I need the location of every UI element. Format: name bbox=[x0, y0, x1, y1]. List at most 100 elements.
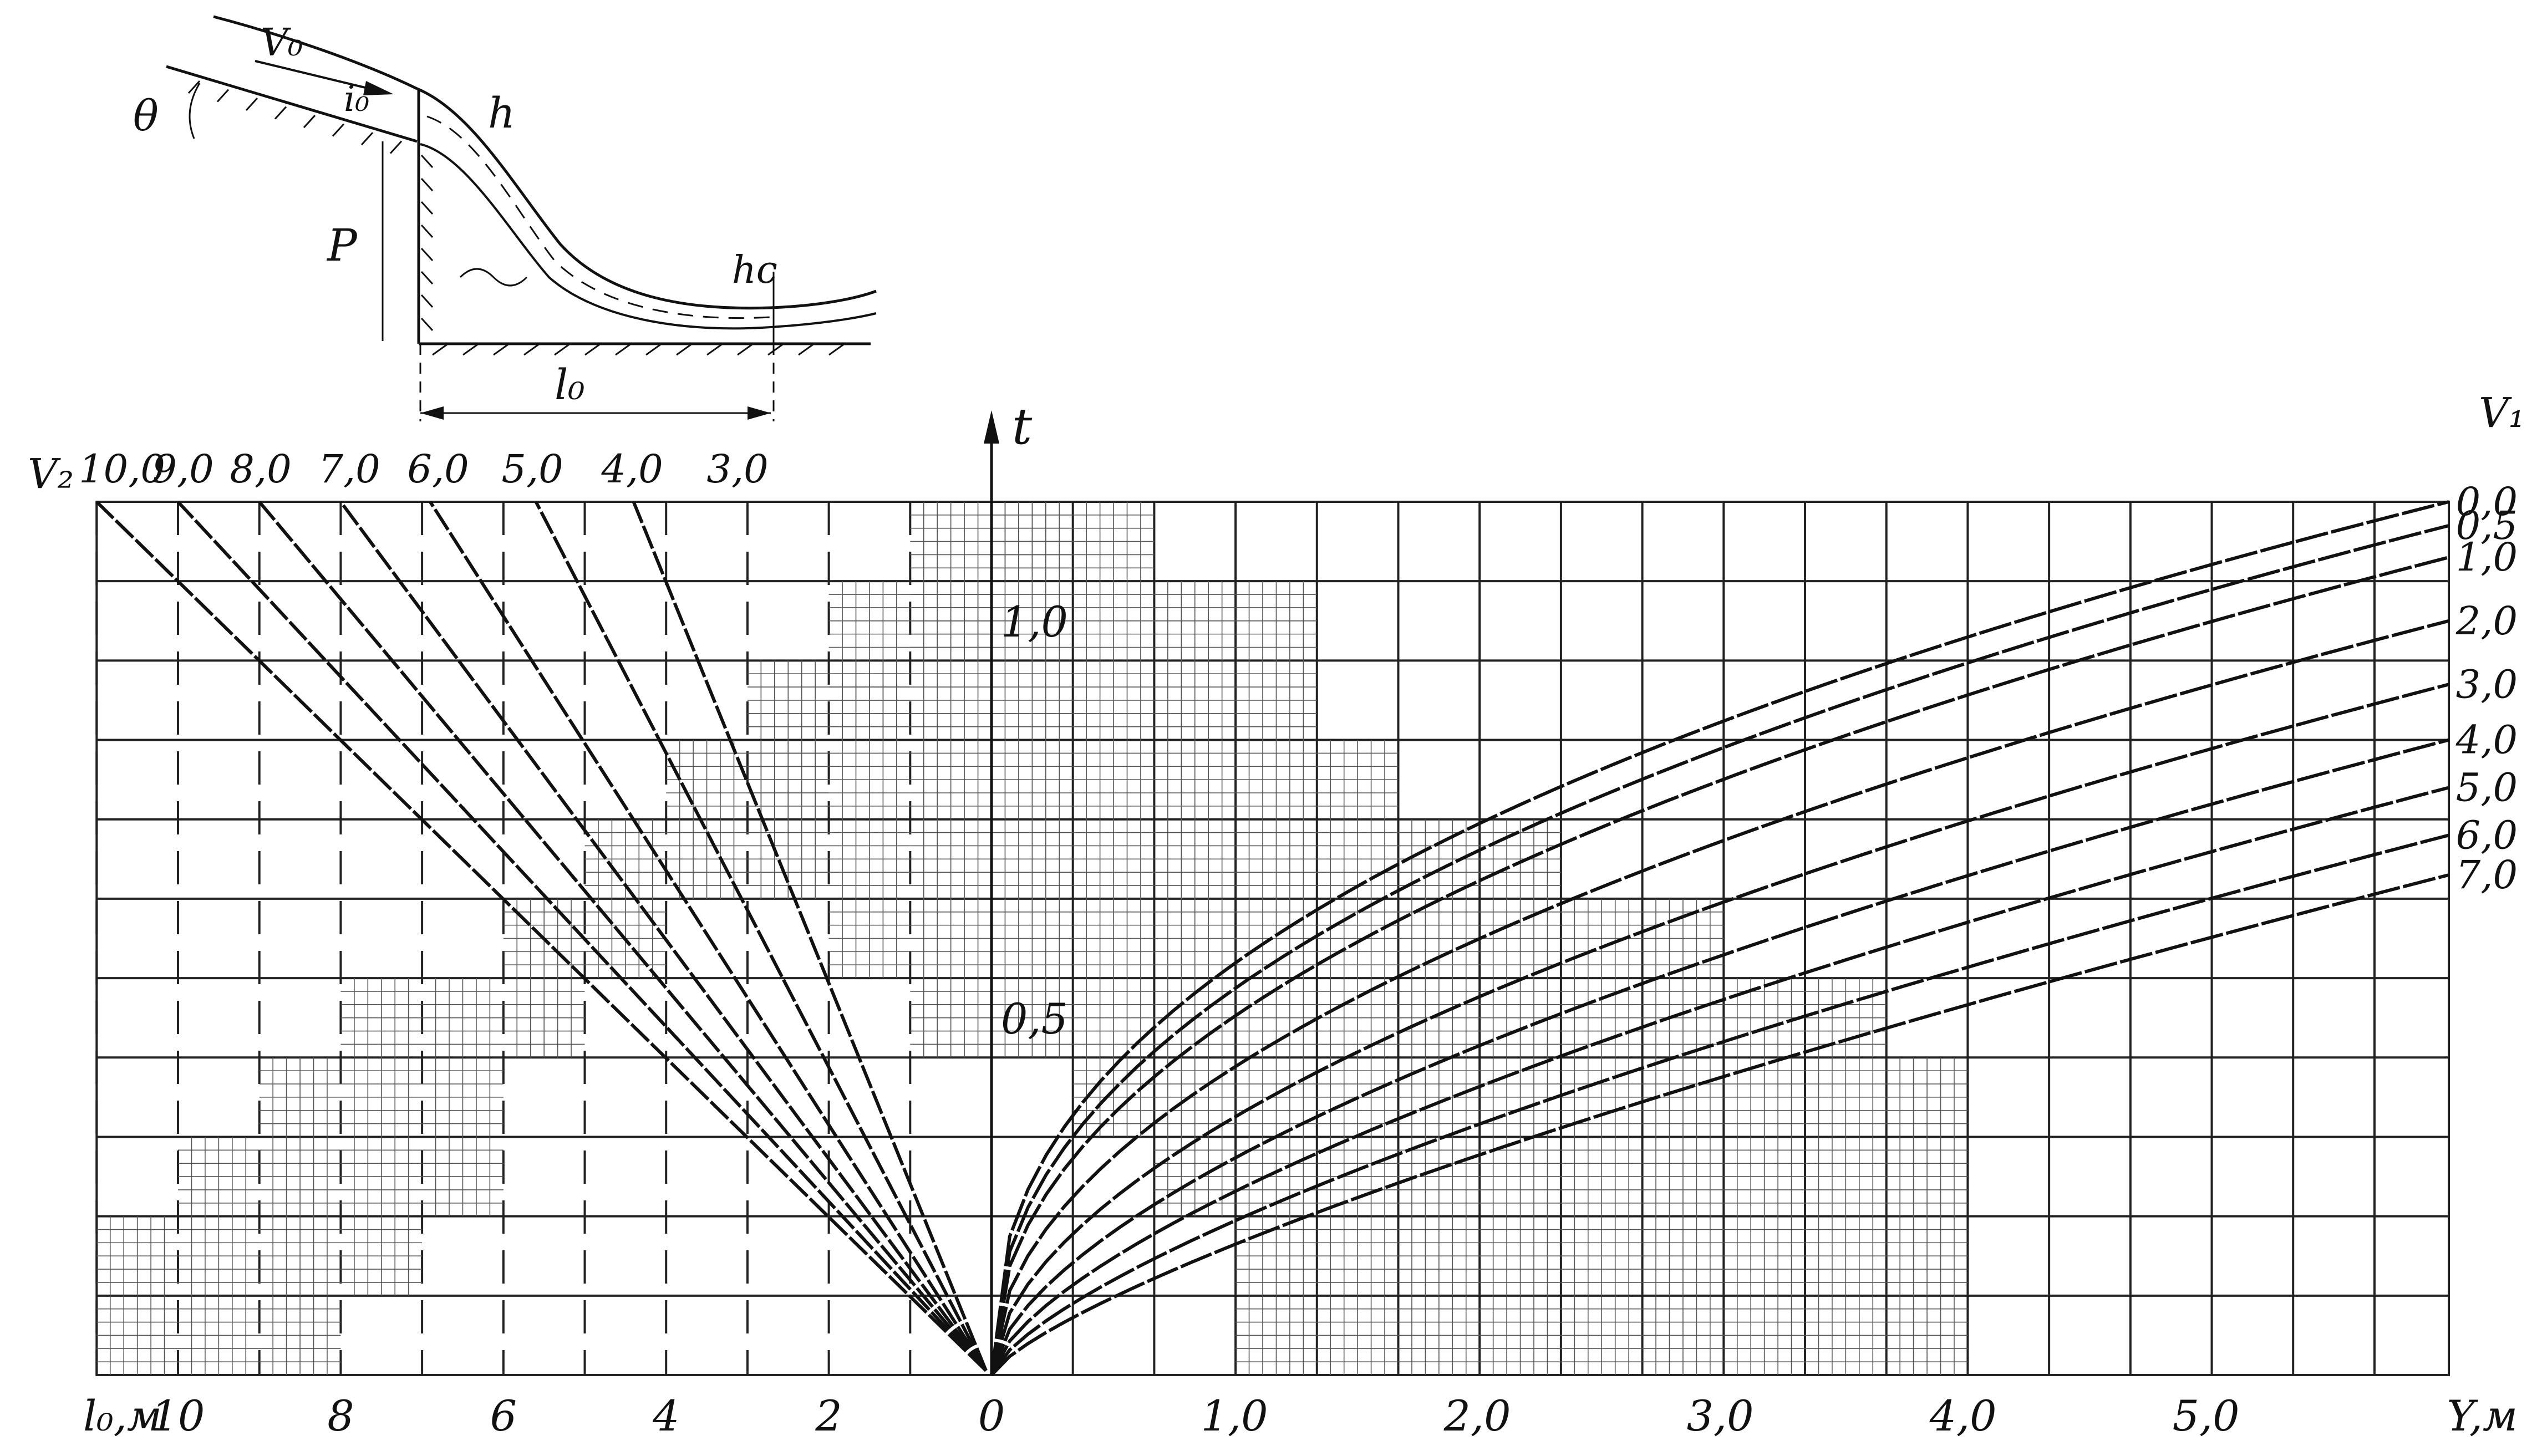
hatch-mark bbox=[676, 343, 693, 356]
l0-arrow-left bbox=[420, 406, 444, 420]
y-tick-label: 4,0 bbox=[1929, 1391, 1997, 1440]
v1-label-0.5: 0,5 bbox=[2456, 503, 2518, 548]
y-tick-label: 1,0 bbox=[1201, 1391, 1268, 1440]
hatch-mark bbox=[332, 123, 345, 137]
l0-arrow-right bbox=[748, 406, 771, 420]
v1-label-3: 3,0 bbox=[2456, 661, 2518, 707]
v1-label-5: 5,0 bbox=[2456, 765, 2518, 810]
bed-hatching bbox=[187, 80, 845, 356]
hatch-mark bbox=[706, 343, 723, 356]
v1-curve-2 bbox=[990, 619, 2449, 1376]
v1-label-4: 4,0 bbox=[2455, 717, 2518, 763]
upstream-bed bbox=[166, 65, 418, 143]
hatch-mark bbox=[420, 177, 434, 192]
hatch-mark bbox=[615, 343, 632, 356]
v1-label-1: 1,0 bbox=[2456, 534, 2518, 580]
v2-line-4 bbox=[632, 501, 988, 1372]
v2-label-9: 9,0 bbox=[152, 446, 213, 492]
hatch-mark bbox=[828, 343, 845, 356]
t-tick-label: 1,0 bbox=[1001, 597, 1068, 646]
theta-arc bbox=[189, 83, 201, 139]
hatch-mark bbox=[523, 343, 540, 356]
upstream-surface bbox=[213, 15, 418, 90]
nappe-upper bbox=[416, 87, 877, 310]
nappe-dashed bbox=[426, 115, 771, 319]
hatch-mark bbox=[274, 106, 287, 120]
v0-label: V₀ bbox=[261, 21, 303, 65]
l0-tick-label: 10 bbox=[151, 1391, 205, 1440]
nappe-lower bbox=[420, 143, 877, 330]
y-tick-label: 5,0 bbox=[2173, 1391, 2240, 1440]
hatch-mark bbox=[216, 89, 230, 103]
hc-label: hc bbox=[732, 248, 777, 292]
v2-series-lines bbox=[95, 500, 988, 1372]
hatch-mark bbox=[420, 317, 434, 332]
hatch-mark bbox=[767, 343, 784, 356]
t-axis-arrow bbox=[984, 410, 999, 444]
v1-curve-0.5 bbox=[990, 524, 2449, 1376]
v1-label-7: 7,0 bbox=[2456, 852, 2518, 898]
hatch-mark bbox=[187, 80, 201, 94]
t-tick-label: 0,5 bbox=[1001, 994, 1068, 1043]
i0-label: i₀ bbox=[344, 79, 369, 120]
hatch-mark bbox=[420, 271, 434, 285]
v1-curve-1 bbox=[990, 556, 2449, 1376]
hatch-mark bbox=[420, 247, 434, 262]
p-label: P bbox=[326, 220, 358, 271]
v1-label-6: 6,0 bbox=[2456, 812, 2518, 858]
l0-tick-label: 2 bbox=[815, 1391, 842, 1440]
hatch-mark bbox=[462, 343, 479, 356]
v1-label-0: 0,0 bbox=[2456, 479, 2518, 525]
hatch-mark bbox=[420, 224, 434, 238]
hatch-mark bbox=[554, 343, 571, 356]
v2-line-5 bbox=[534, 501, 988, 1372]
l0-tick-label: 6 bbox=[490, 1391, 517, 1440]
hatch-mark bbox=[420, 294, 434, 308]
hatch-mark bbox=[798, 343, 815, 356]
l0-label: l₀ bbox=[555, 360, 585, 409]
v2-label-10: 10,0 bbox=[79, 446, 165, 492]
v0-arrowhead bbox=[363, 81, 394, 95]
t-axis-label: t bbox=[1012, 398, 1033, 456]
v1-curve-6 bbox=[990, 833, 2449, 1376]
theta-label: θ bbox=[133, 91, 159, 140]
l0-tick-label: 0 bbox=[978, 1391, 1005, 1440]
l0-tick-label: 8 bbox=[327, 1391, 354, 1440]
weir-schematic bbox=[166, 15, 877, 421]
hatch-mark bbox=[420, 201, 434, 215]
hatch-mark bbox=[360, 132, 374, 146]
y-axis-label: Y,м bbox=[2447, 1391, 2518, 1440]
v1-series-lines bbox=[990, 500, 2449, 1377]
v2-line-10 bbox=[95, 500, 988, 1372]
hatch-mark bbox=[645, 343, 662, 356]
hatch-mark bbox=[493, 343, 510, 356]
v2-label-4: 4,0 bbox=[601, 446, 663, 492]
v2-label-8: 8,0 bbox=[230, 446, 291, 492]
plot-frame bbox=[95, 501, 2451, 1376]
inset-labels: V₀ θ i₀ h P hc l₀ bbox=[133, 21, 777, 409]
hatch-mark bbox=[420, 154, 434, 169]
v1-family-label: V₁ bbox=[2479, 389, 2525, 437]
v2-line-6 bbox=[429, 501, 988, 1372]
v2-label-7: 7,0 bbox=[318, 446, 380, 492]
h-label: h bbox=[488, 88, 515, 138]
y-tick-label: 3,0 bbox=[1687, 1391, 1754, 1440]
v2-label-6: 6,0 bbox=[407, 446, 469, 492]
y-tick-label: 2,0 bbox=[1443, 1391, 1511, 1440]
v2-label-5: 5,0 bbox=[501, 446, 563, 492]
hatch-mark bbox=[303, 115, 316, 129]
v1-curve-7 bbox=[990, 873, 2449, 1377]
v2-line-8 bbox=[258, 501, 988, 1372]
l0-tick-label: 4 bbox=[652, 1391, 679, 1440]
hatch-mark bbox=[432, 343, 449, 356]
v2-family-label: V₂ bbox=[28, 450, 74, 498]
v1-curve-4 bbox=[990, 738, 2449, 1376]
hatch-mark bbox=[737, 343, 754, 356]
hatch-mark bbox=[389, 140, 403, 154]
hatch-mark bbox=[584, 343, 601, 356]
v1-label-2: 2,0 bbox=[2455, 598, 2518, 644]
v1-curve-3 bbox=[990, 683, 2449, 1376]
hatch-mark bbox=[245, 97, 258, 111]
